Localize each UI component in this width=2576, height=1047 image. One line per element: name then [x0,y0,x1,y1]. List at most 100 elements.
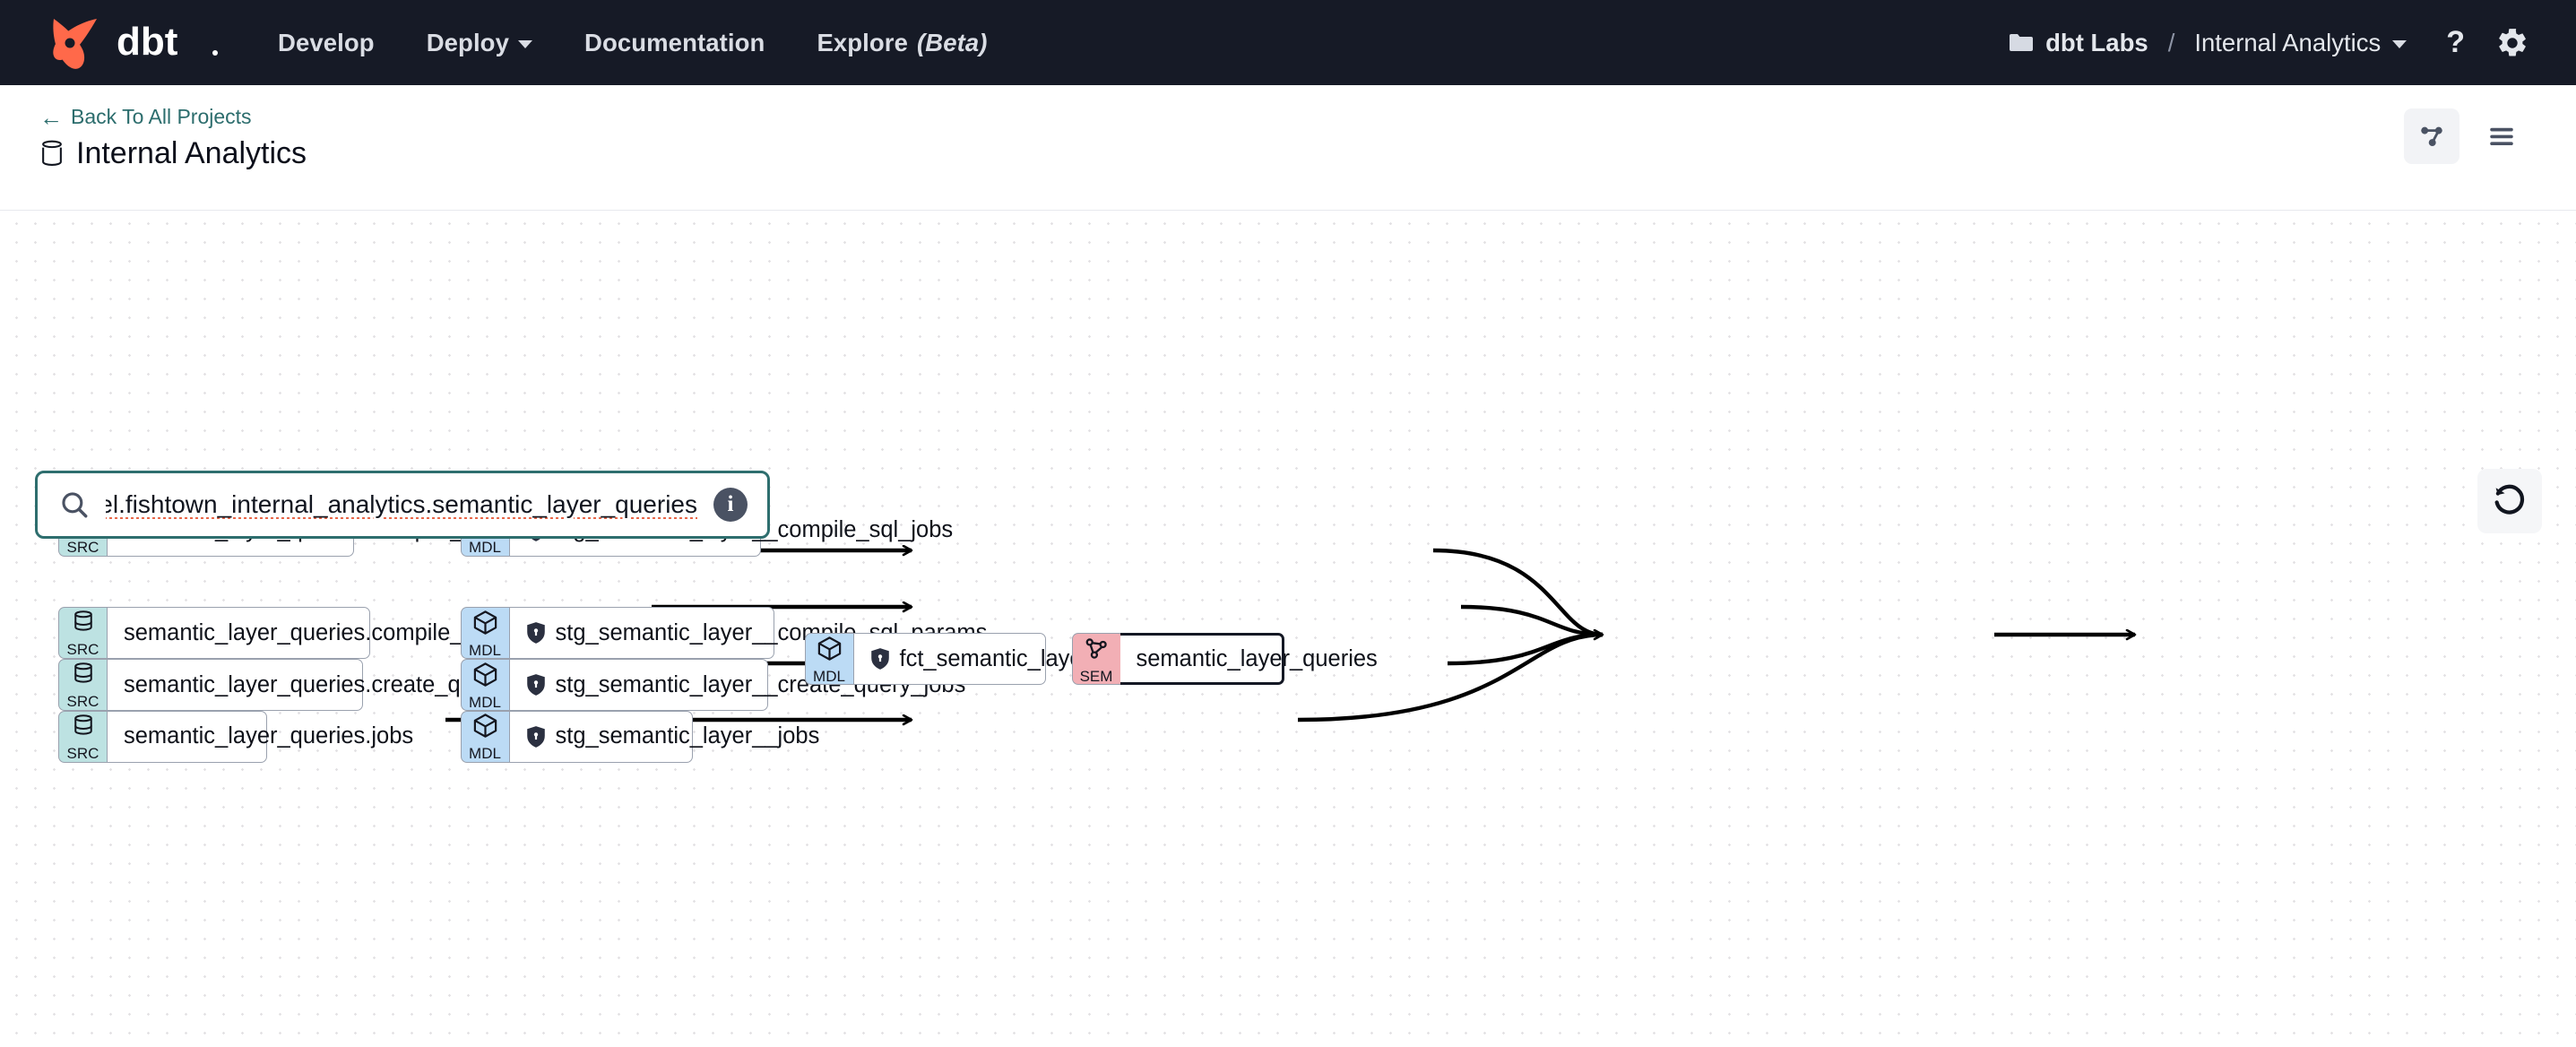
node-type-label: SRC [66,744,99,762]
graph-node-src4[interactable]: SRC semantic_layer_queries.jobs [58,710,413,763]
page-header-actions [2404,105,2529,164]
node-type-label: MDL [469,641,501,659]
gear-icon[interactable] [2495,26,2529,60]
shield-icon [526,725,545,748]
edge-mdl2-fct [1460,604,1604,637]
dbt-logo[interactable]: dbt [47,13,222,73]
list-view-button[interactable] [2474,108,2529,164]
database-icon [70,661,97,692]
node-type-badge-src: SRC [58,710,107,763]
nav-link-explore-label: Explore [817,28,909,56]
shield-icon [526,673,546,697]
graph-node-mdl4[interactable]: MDL stg_semantic_layer__jobs [460,710,819,763]
reset-graph-button[interactable] [2477,469,2542,533]
cube-icon [471,661,499,693]
page-header: ← Back To All Projects Internal Analytic… [0,85,2576,211]
nav-link-deploy[interactable]: Deploy [427,29,532,57]
node-label: semantic_layer_queries [1136,645,1378,671]
svg-text:dbt: dbt [117,21,178,64]
dbt-wordmark-icon: dbt [117,21,218,64]
nav-link-explore-beta-tag: (Beta) [917,28,988,56]
search-input[interactable]: odel.fishtown_internal_analytics.semanti… [106,490,697,518]
arrow-left-icon: ← [39,103,63,131]
node-body[interactable]: stg_semantic_layer__compile_sql_params [508,607,987,659]
node-body[interactable]: stg_semantic_layer__create_query_jobs [508,659,965,711]
edge-mdl1-fct [1432,548,1604,637]
cube-icon [471,609,499,641]
chevron-down-icon [2392,40,2407,48]
reset-rotate-ccw-icon [2494,484,2525,515]
node-type-label: MDL [469,745,501,762]
chevron-down-icon [517,40,532,48]
nav-link-develop[interactable]: Develop [278,29,375,57]
node-type-label: SEM [1079,667,1113,685]
share-graph-icon [2421,126,2442,147]
back-link-label: Back To All Projects [71,105,252,128]
node-body[interactable]: semantic_layer_queries.compile_sql_param… [107,607,581,659]
nav-link-documentation[interactable]: Documentation [584,29,765,57]
node-type-badge-mdl: MDL [460,607,509,659]
shield-icon [526,725,546,748]
cube-icon [816,635,843,667]
shield-icon [870,648,889,670]
node-body[interactable]: semantic_layer_queries.create_query_jobs [107,659,559,711]
lineage-graph-view-button[interactable] [2404,108,2459,164]
shield-icon [526,674,545,696]
breadcrumb-separator: / [2167,28,2175,56]
folder-icon [2010,34,2034,51]
node-body[interactable]: semantic_layer_queries.jobs [107,710,413,763]
node-type-label: MDL [469,693,501,711]
edge-mdl3-fct [1447,632,1604,666]
info-circle-icon[interactable]: i [713,488,748,522]
nav-link-explore[interactable]: Explore (Beta) [817,29,987,57]
node-type-badge-src: SRC [58,659,107,711]
cube-icon [471,712,499,744]
nav-link-develop-label: Develop [278,28,375,56]
node-body[interactable]: semantic_layer_queries [1119,633,1378,685]
project-selector-label: Internal Analytics [2194,28,2382,56]
node-type-badge-src: SRC [58,607,107,659]
node-type-label: MDL [813,667,845,685]
nav-link-documentation-label: Documentation [583,28,765,56]
database-icon [42,140,62,166]
node-type-badge-mdl: MDL [804,633,853,685]
database-icon [70,713,97,744]
node-label: stg_semantic_layer__jobs [555,723,820,748]
graph-node-src2[interactable]: SRC semantic_layer_queries.compile_sql_pa… [58,607,581,659]
search-icon [62,492,88,518]
shield-icon [526,621,546,645]
page-title-text: Internal Analytics [76,136,307,170]
help-icon[interactable]: ? [2446,25,2465,59]
node-type-label: SRC [66,693,99,710]
graph-node-src3[interactable]: SRC semantic_layer_queries.create_query_j… [58,659,559,711]
dbt-mark-icon [53,18,97,69]
node-type-label: SRC [66,538,99,556]
shield-icon [870,647,890,671]
semantic-graph-icon [1083,635,1111,667]
node-body[interactable]: fct_semantic_layer_queries [852,633,1178,685]
graph-node-mdl2[interactable]: MDL stg_semantic_layer__compile_sql_param… [460,607,987,659]
nav-right-cluster: dbt Labs / Internal Analytics ? [2009,25,2529,60]
account-name[interactable]: dbt Labs [2045,28,2148,56]
graph-node-sem[interactable]: SEM semantic_layer_queries [1071,633,1378,685]
nav-link-deploy-label: Deploy [426,28,509,56]
shield-icon [526,622,545,644]
page-header-left: ← Back To All Projects Internal Analytic… [39,105,307,171]
node-body[interactable]: stg_semantic_layer__jobs [508,710,819,763]
node-type-label: MDL [469,539,501,556]
node-type-badge-sem: SEM [1071,633,1120,685]
lineage-graph-canvas[interactable]: odel.fishtown_internal_analytics.semanti… [0,211,2576,1047]
project-selector[interactable]: Internal Analytics [2194,29,2407,57]
node-type-badge-mdl: MDL [460,659,509,711]
node-type-badge-mdl: MDL [460,710,509,763]
database-icon [70,609,97,640]
node-type-label: SRC [66,641,99,658]
graph-node-fct[interactable]: MDL fct_semantic_layer_queries [804,633,1178,685]
top-navigation-bar: dbt Develop Deploy Documentation Explore… [0,0,2576,85]
back-to-all-projects-link[interactable]: ← Back To All Projects [39,105,307,129]
search-input-wrapper[interactable]: odel.fishtown_internal_analytics.semanti… [35,471,770,539]
node-label: semantic_layer_queries.jobs [124,723,414,748]
page-title: Internal Analytics [39,136,307,171]
graph-search: odel.fishtown_internal_analytics.semanti… [35,471,770,539]
